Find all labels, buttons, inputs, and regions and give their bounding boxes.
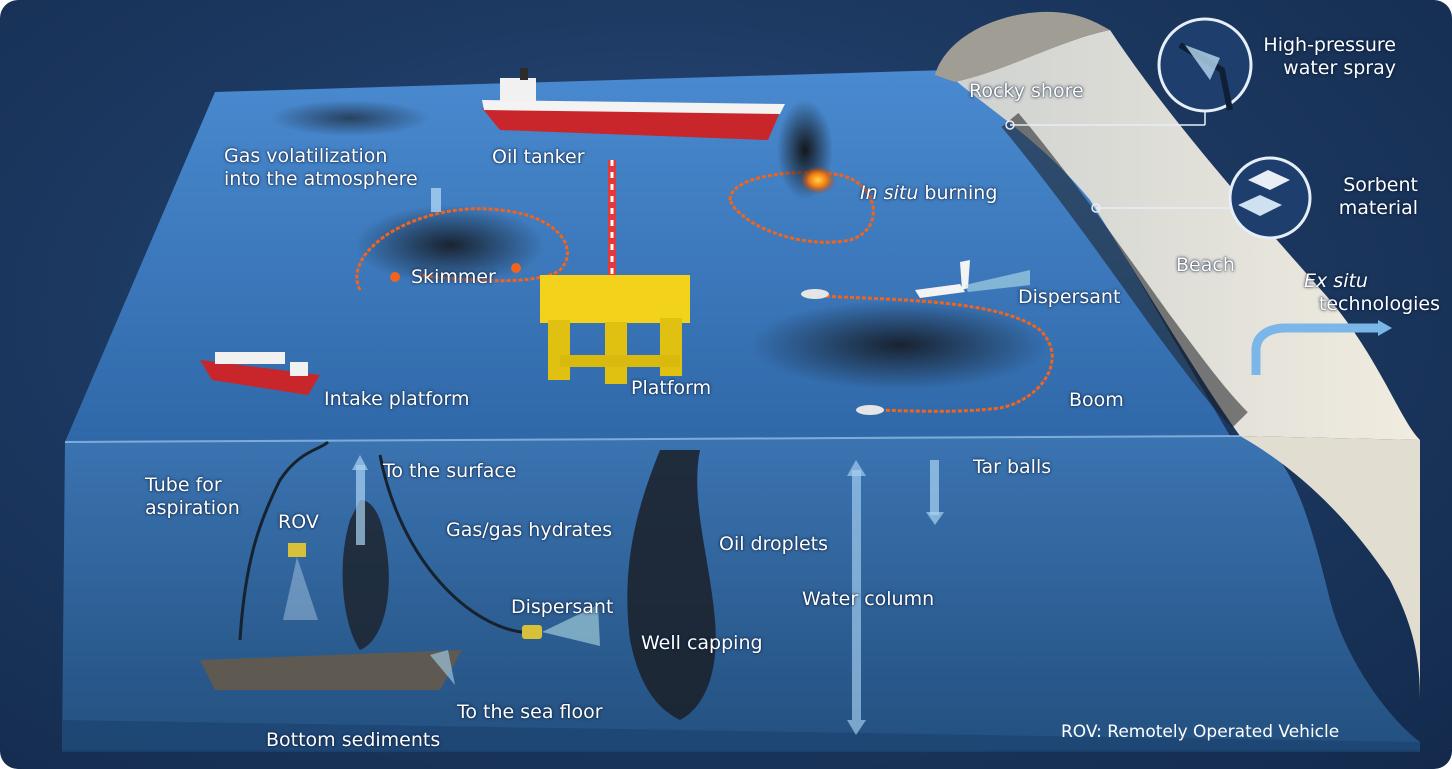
aircraft	[915, 284, 965, 298]
rov-vehicle	[288, 543, 306, 557]
label-water-column: Water column	[802, 588, 935, 610]
label-ex-situ-rest: technologies	[1318, 293, 1440, 315]
rov-definition-footnote: ROV: Remotely Operated Vehicle	[1061, 722, 1340, 742]
dredge-vessel	[200, 650, 462, 690]
label-high-pressure: High-pressure water spray	[1263, 34, 1396, 79]
aspiration-tube	[238, 440, 330, 641]
label-in-situ-rest: burning	[918, 182, 998, 204]
label-oil-droplets: Oil droplets	[719, 533, 829, 555]
label-boom: Boom	[1069, 389, 1124, 411]
label-sorbent: Sorbent material	[1338, 174, 1418, 219]
label-ex-situ: Ex situ technologies	[1286, 270, 1440, 316]
label-intake-platform: Intake platform	[324, 388, 470, 410]
label-tube-for-aspiration: Tube for aspiration	[145, 474, 240, 519]
sorbent-callout	[1228, 156, 1312, 240]
label-rocky-shore: Rocky shore	[969, 80, 1084, 102]
label-in-situ-burning: In situ burning	[860, 182, 997, 205]
dispersant-boom	[819, 294, 1054, 413]
burning-boom	[728, 170, 875, 244]
platform-deck	[540, 275, 690, 323]
label-skimmer: Skimmer	[411, 266, 496, 288]
label-beach: Beach	[1176, 254, 1235, 276]
tanker-hull	[482, 108, 780, 140]
label-gas-volatilization: Gas volatilization into the atmosphere	[224, 145, 418, 190]
label-oil-tanker: Oil tanker	[492, 146, 585, 168]
rocky-shore-rocks	[935, 11, 1110, 82]
beach	[955, 30, 1420, 440]
intake-boat	[200, 360, 320, 395]
label-in-situ-italic: In situ	[860, 182, 919, 204]
oil-plume	[627, 450, 716, 720]
label-ex-situ-italic: Ex situ	[1304, 270, 1368, 292]
label-to-the-sea-floor: To the sea floor	[457, 701, 603, 723]
oiled-shoreline	[1001, 112, 1248, 428]
label-bottom-sediments: Bottom sediments	[266, 729, 441, 751]
sea-floor	[62, 720, 1420, 752]
label-well-capping: Well capping	[641, 632, 763, 654]
label-gas-hydrates: Gas/gas hydrates	[446, 519, 613, 541]
water-column-block	[62, 436, 1420, 750]
skimmer-boom	[355, 207, 569, 291]
label-to-the-surface: To the surface	[383, 460, 517, 482]
label-rov: ROV	[278, 511, 319, 533]
label-dispersant-subsea: Dispersant	[511, 596, 614, 618]
label-dispersant-surface: Dispersant	[1018, 286, 1121, 308]
label-tar-balls: Tar balls	[973, 456, 1052, 478]
ex-situ-arrow	[1251, 323, 1380, 375]
label-platform: Platform	[631, 377, 712, 399]
